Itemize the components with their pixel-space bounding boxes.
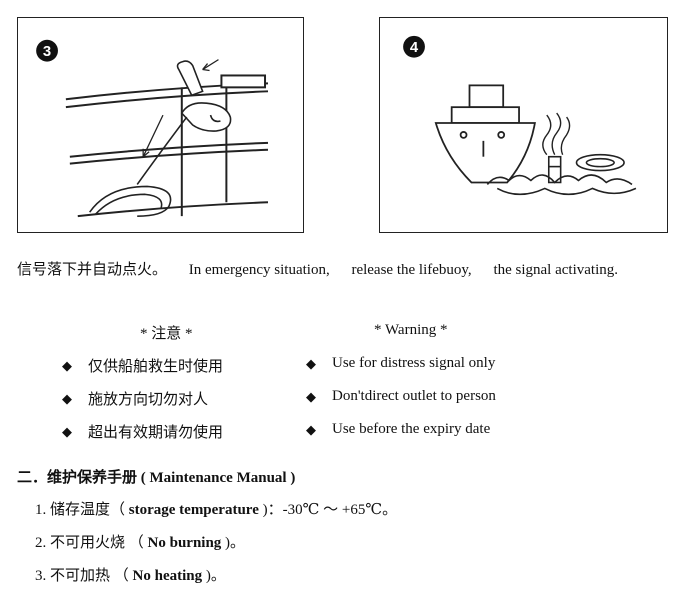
warning-item-en-1: ◆ Use for distress signal only — [306, 355, 495, 372]
warning-item-en-2: ◆ Don'tdirect outlet to person — [306, 388, 496, 405]
diamond-bullet-icon: ◆ — [306, 388, 316, 404]
step-number-4: 4 — [410, 40, 419, 56]
illustration-step-4: 4 — [379, 17, 668, 233]
warning-text-cn-1: 仅供船舶救生时使用 — [88, 359, 224, 375]
warning-text-en-3: Use before the expiry date — [332, 421, 491, 437]
warning-heading-cn: * 注意 * — [140, 326, 193, 342]
caption-en-3: the signal activating. — [493, 262, 618, 278]
step-badge-4 — [403, 35, 425, 58]
item-text-bold: No heating — [132, 568, 203, 584]
maintenance-title: 二．维护保养手册 ( Maintenance Manual ) — [17, 470, 296, 486]
step-number-3: 3 — [43, 44, 51, 60]
warning-heading-en: * Warning * — [374, 322, 448, 338]
smoke-icon — [542, 112, 571, 156]
item-text-bold: No burning — [147, 535, 222, 551]
ship-icon — [434, 84, 536, 184]
motion-arrows — [142, 59, 219, 158]
item-text-tail: )：-30℃ ～ +65℃。 — [258, 502, 398, 518]
ship-signal-illustration: 4 — [403, 35, 637, 196]
item-text-tail: )。 — [202, 568, 226, 584]
diamond-bullet-icon: ◆ — [62, 423, 72, 439]
illustration-step-3: 3 — [17, 17, 304, 233]
diamond-bullet-icon: ◆ — [306, 355, 316, 371]
warning-item-cn-1: ◆ 仅供船舶救生时使用 — [62, 355, 223, 376]
item-number: 1. — [35, 502, 47, 518]
step-badge-3 — [36, 39, 58, 62]
warning-item-en-3: ◆ Use before the expiry date — [306, 421, 490, 438]
maintenance-item-3: 3. 不可加热 （ No heating )。 — [35, 564, 226, 585]
diamond-bullet-icon: ◆ — [62, 390, 72, 406]
item-text-bold: storage temperature — [128, 502, 259, 518]
item-number: 2. — [35, 535, 47, 551]
diamond-bullet-icon: ◆ — [306, 421, 316, 437]
item-text-tail: )。 — [221, 535, 246, 551]
diamond-bullet-icon: ◆ — [62, 357, 72, 373]
caption-cn: 信号落下并自动点火。 — [17, 262, 168, 278]
warning-item-cn-2: ◆ 施放方向切勿对人 — [62, 388, 208, 409]
waves — [486, 174, 637, 196]
item-text-cn: 储存温度（ — [50, 502, 129, 518]
caption-en-2: release the lifebuoy, — [351, 262, 472, 278]
warning-text-en-2: Don'tdirect outlet to person — [332, 388, 496, 404]
item-text-cn: 不可加热 （ — [50, 568, 133, 584]
warning-text-en-1: Use for distress signal only — [332, 355, 496, 371]
item-number: 3. — [35, 568, 47, 584]
warning-text-cn-3: 超出有效期请勿使用 — [88, 425, 224, 441]
hand-holding-signal — [176, 60, 232, 132]
step-caption: 信号落下并自动点火。 In emergency situation, relea… — [17, 258, 636, 279]
ship-railing — [65, 74, 269, 218]
lifebuoy-ring-icon — [575, 153, 625, 172]
warning-text-cn-2: 施放方向切勿对人 — [88, 392, 209, 408]
maintenance-item-1: 1. 储存温度（ storage temperature )：-30℃ ～ +6… — [35, 498, 397, 519]
item-text-cn: 不可用火烧 （ — [50, 535, 148, 551]
caption-en-1: In emergency situation, — [188, 262, 330, 278]
warning-item-cn-3: ◆ 超出有效期请勿使用 — [62, 421, 223, 442]
lifebuoy — [89, 116, 188, 217]
maintenance-item-2: 2. 不可用火烧 （ No burning )。 — [35, 531, 245, 552]
railing-drop-illustration: 3 — [36, 39, 269, 218]
